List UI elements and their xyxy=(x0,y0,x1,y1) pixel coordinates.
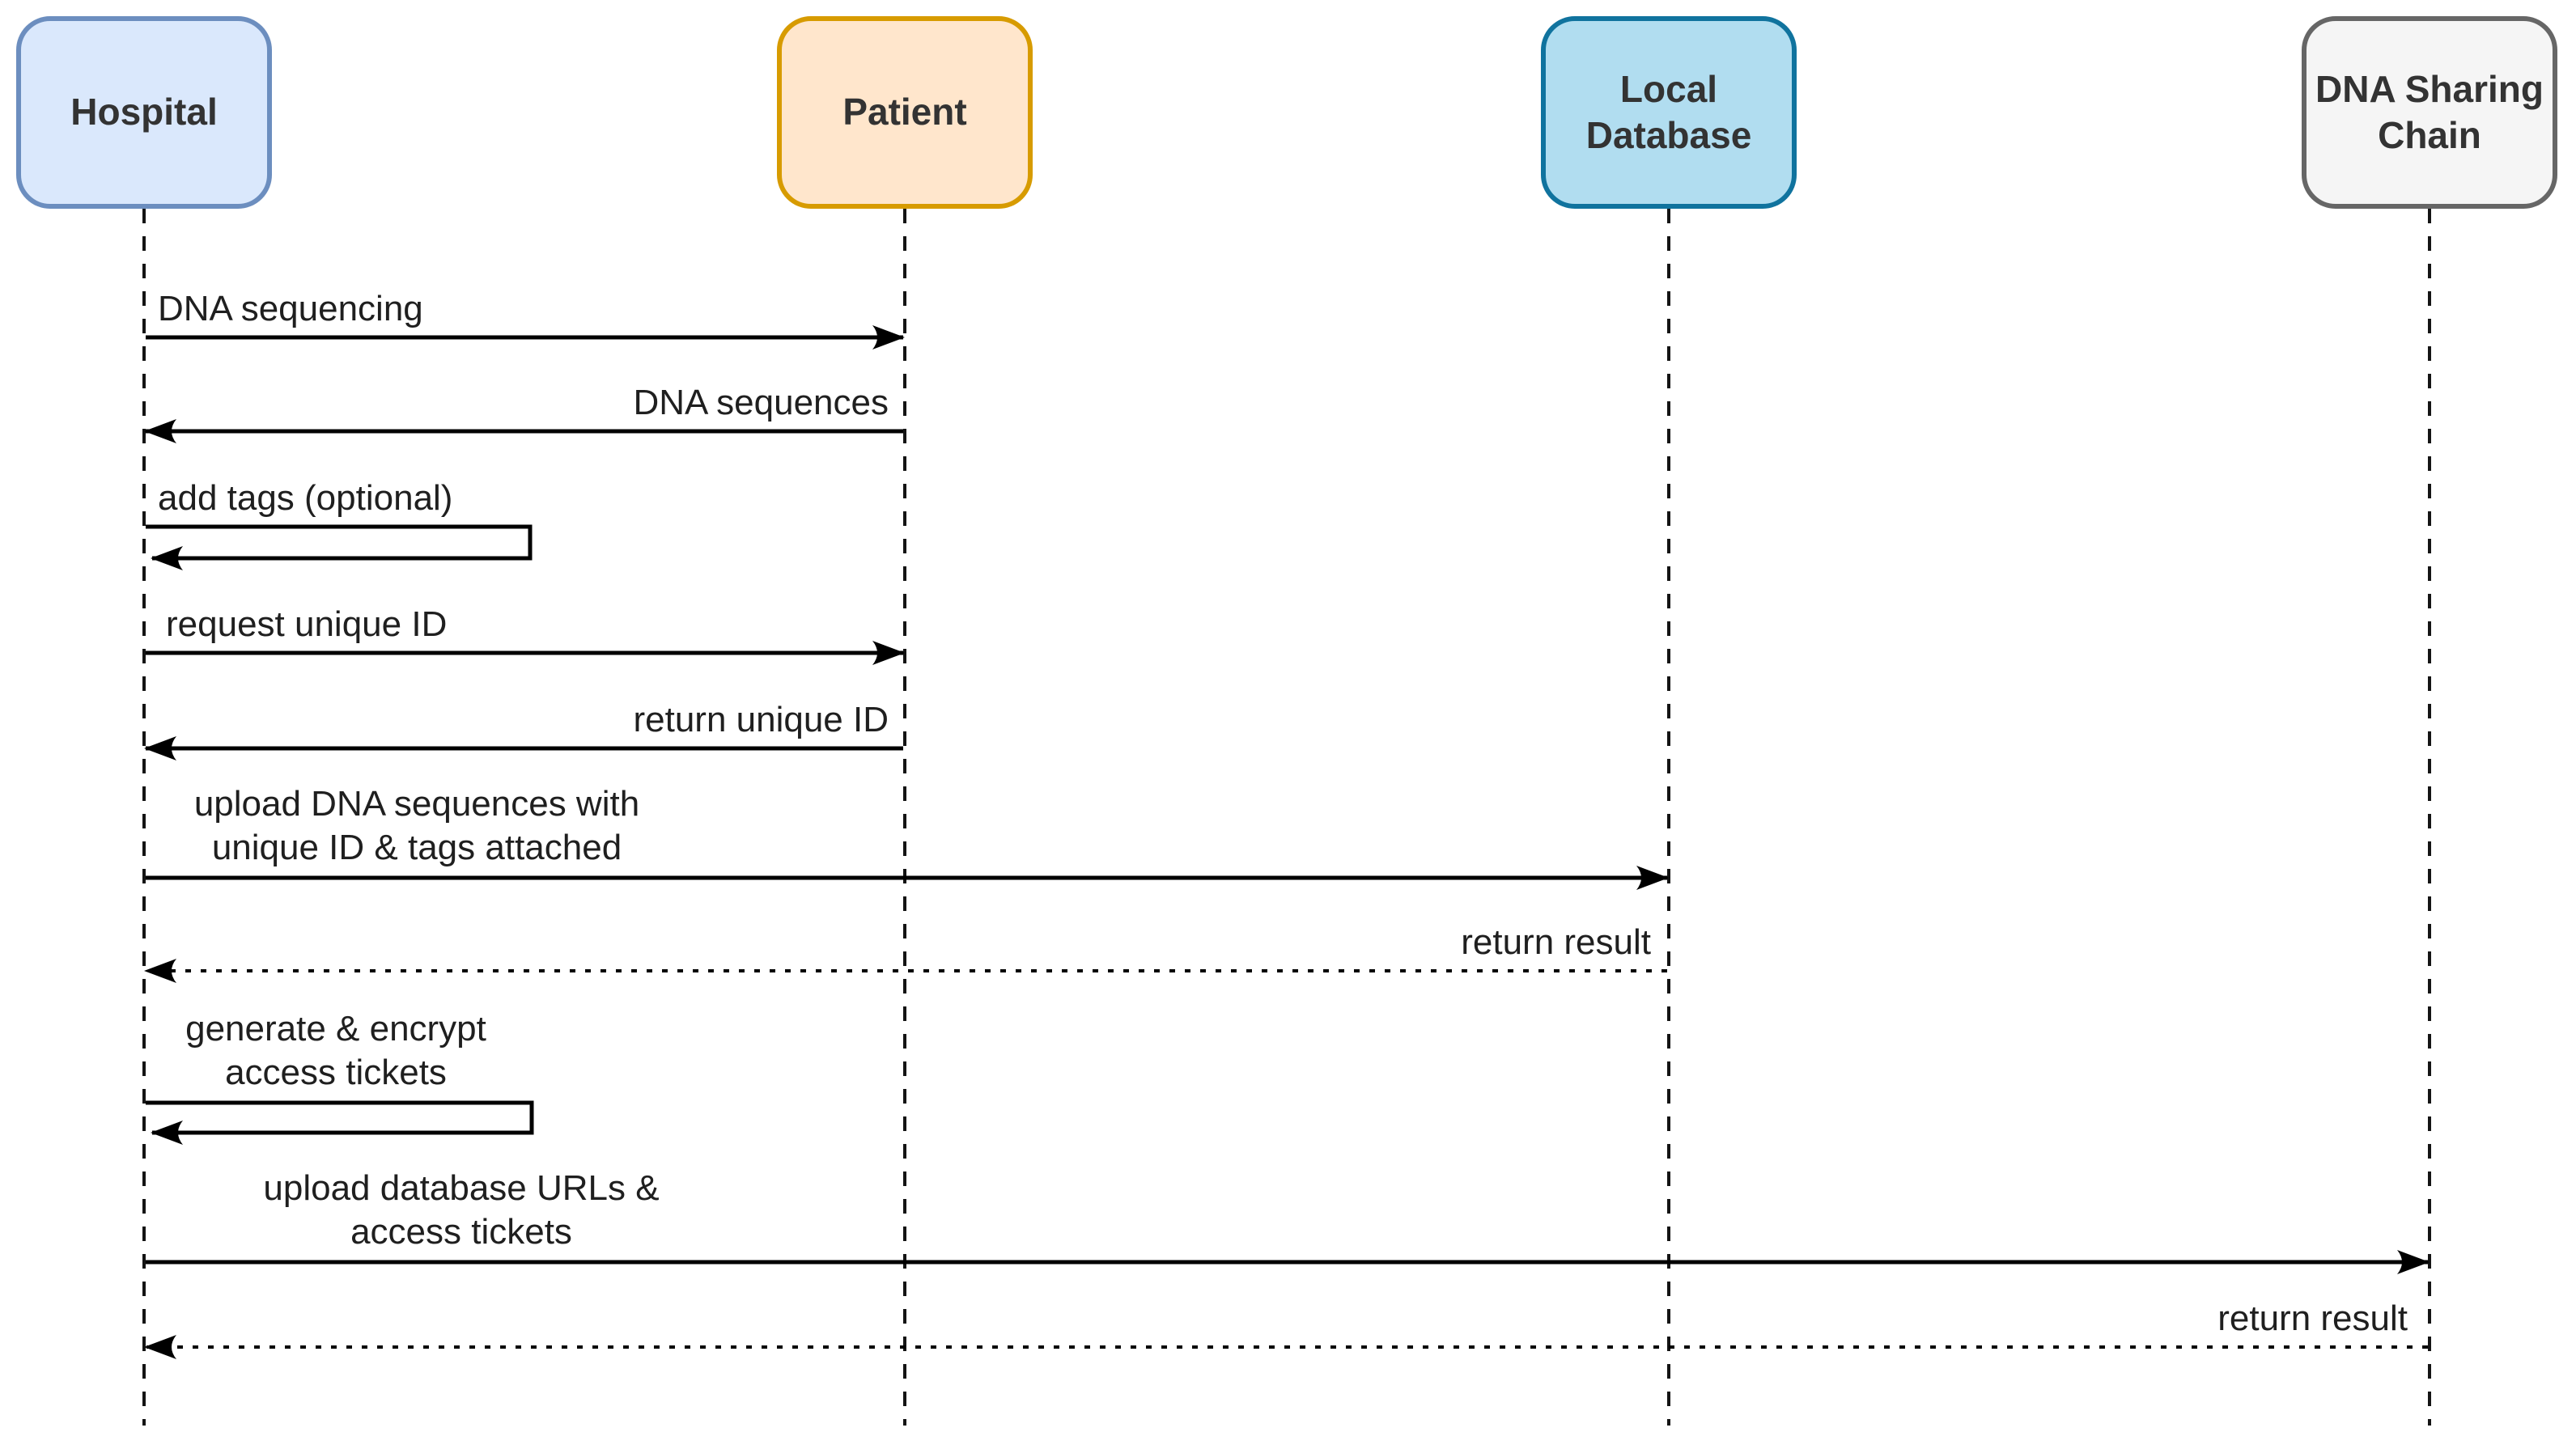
actor-dna-sharing-chain: DNA Sharing Chain xyxy=(2302,16,2557,209)
message-arrows-layer xyxy=(144,325,2430,1359)
actor-patient: Patient xyxy=(777,16,1033,209)
message-arrow-generate-encrypt xyxy=(146,1100,534,1145)
message-arrow-add-tags xyxy=(146,524,533,570)
message-label-request-unique-id: request unique ID xyxy=(166,604,448,644)
actor-hospital: Hospital xyxy=(16,16,272,209)
message-label-dna-sequences: DNA sequences xyxy=(633,383,889,422)
message-label-upload-database-urls: upload database URLs & access tickets xyxy=(263,1168,660,1252)
message-label-add-tags: add tags (optional) xyxy=(158,478,453,518)
message-label-generate-encrypt: generate & encrypt access tickets xyxy=(185,1009,486,1092)
message-label-return-unique-id: return unique ID xyxy=(633,700,889,739)
message-label-upload-dna-sequences: upload DNA sequences with unique ID & ta… xyxy=(193,784,640,867)
message-label-return-result-db: return result xyxy=(1461,922,1651,962)
message-label-dna-sequencing: DNA sequencing xyxy=(158,289,423,328)
actor-local-database: Local Database xyxy=(1541,16,1797,209)
lifelines-layer xyxy=(142,209,2431,1426)
message-label-return-result-chain: return result xyxy=(2217,1299,2408,1338)
